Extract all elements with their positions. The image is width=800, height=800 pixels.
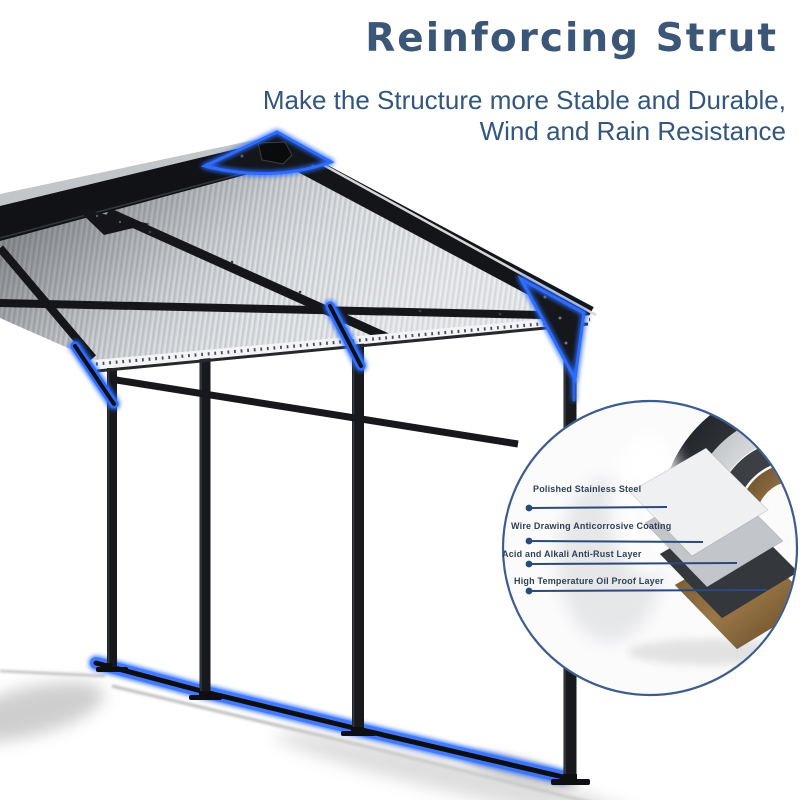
eave-corrugation-strip (95, 315, 592, 369)
strut-cores (73, 304, 363, 406)
layer-label-anticorrosive-coating: Wire Drawing Anticorrosive Coating (511, 521, 672, 531)
layer-label-oil-proof: High Temperature Oil Proof Layer (514, 576, 664, 586)
material-detail-circle (501, 399, 799, 697)
left-gusset-plate (76, 208, 150, 235)
layer-label-stainless-steel: Polished Stainless Steel (533, 484, 642, 494)
corner-gusset-plate (521, 279, 584, 379)
side-rail-beam (109, 375, 519, 448)
peak-gusset-vent (257, 141, 293, 165)
carport-roof (0, 132, 597, 379)
roof-purlin (0, 299, 589, 320)
page-subtitle: Make the Structure more Stable and Durab… (263, 85, 786, 147)
base-plates (96, 663, 590, 785)
leader-dots (525, 504, 533, 595)
layer-label-anti-rust: Acid and Alkali Anti-Rust Layer (502, 549, 642, 559)
corner-gusset-highlight (517, 275, 586, 384)
leader-lines (528, 506, 768, 592)
ground-beam-highlight (90, 657, 569, 783)
peak-gusset-highlight (200, 130, 335, 176)
roof-rafter-middle (106, 207, 390, 343)
page-subtitle-line2: Wind and Rain Resistance (479, 116, 786, 146)
sheet-stainless-steel (629, 447, 769, 557)
page-subtitle-line1: Make the Structure more Stable and Durab… (262, 85, 786, 115)
roof-rafter-left (0, 245, 97, 361)
page-title: Reinforcing Strut (365, 16, 778, 61)
